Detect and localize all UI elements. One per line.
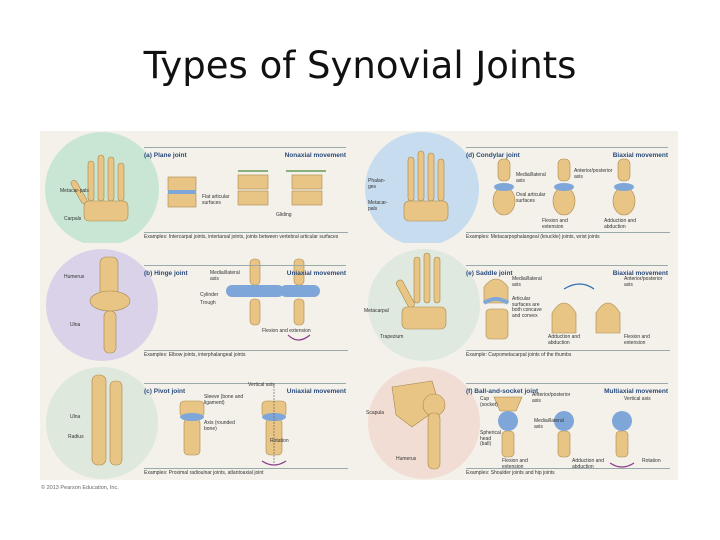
saddle-joint-illustration	[368, 249, 621, 361]
label-metacarpals: Metacar-pals	[368, 200, 388, 212]
label-cup-socket: Cup (socket)	[480, 396, 498, 408]
label-flexion-extension: Flexion and extension	[502, 458, 528, 470]
label-humerus: Humerus	[64, 274, 85, 280]
label-carpals: Carpals	[64, 216, 82, 222]
label-trough: Trough	[200, 300, 216, 306]
label-adduction-abduction: Adduction and abduction	[604, 218, 636, 230]
label-trapezium: Trapezium	[380, 334, 404, 340]
label-adduction-abduction: Adduction and abduction	[572, 458, 604, 470]
label-phalanges: Phalan-ges	[368, 178, 386, 190]
copyright-notice: © 2013 Pearson Education, Inc.	[41, 485, 119, 491]
label-flat-surfaces: Flat articular surfaces	[202, 194, 230, 206]
label-anterior-posterior-axis: Anterior/posterior axis	[532, 392, 571, 404]
panel-plane-joint: (a) Plane joint Nonaxial movement Metaca…	[40, 131, 354, 243]
panel-ball-socket-joint: (f) Ball-and-socket joint Multiaxial mov…	[362, 367, 676, 479]
label-axis-rounded-bone: Axis (rounded bone)	[204, 420, 235, 432]
label-metacarpals: Metacar-pals	[60, 188, 89, 194]
panel-title: (d) Condylar joint	[466, 152, 520, 159]
panel-title: (e) Saddle joint	[466, 270, 513, 277]
synovial-joints-figure: (a) Plane joint Nonaxial movement Metaca…	[40, 131, 678, 480]
panel-title: (c) Pivot joint	[144, 388, 186, 395]
panel-movement: Multiaxial movement	[604, 388, 668, 395]
pivot-joint-illustration	[46, 367, 287, 479]
panel-title: (a) Plane joint	[144, 152, 187, 159]
panel-movement: Uniaxial movement	[286, 270, 346, 277]
label-metacarpal: Metacarpal	[364, 308, 389, 314]
label-oval-surfaces: Oval articular surfaces	[516, 192, 546, 204]
ball-socket-joint-illustration	[368, 367, 635, 479]
label-rotation: Rotation	[642, 458, 661, 464]
panel-examples: Examples: Metacarpophalangeal (knuckle) …	[466, 232, 670, 240]
label-flexion-extension: Flexion and extension	[262, 328, 311, 334]
label-medial-lateral-axis: Medial/lateral axis	[516, 172, 546, 184]
panel-title: (b) Hinge joint	[144, 270, 188, 277]
label-gliding: Gliding	[276, 212, 292, 218]
panel-movement: Uniaxial movement	[286, 388, 346, 395]
label-saddle-surfaces: Articular surfaces are both concave and …	[512, 296, 542, 319]
label-cylinder: Cylinder	[200, 292, 219, 298]
label-adduction-abduction: Adduction and abduction	[548, 334, 580, 346]
label-radius: Radius	[68, 434, 84, 440]
panel-hinge-joint: (b) Hinge joint Uniaxial movement Humeru…	[40, 249, 354, 361]
panel-examples: Examples: Elbow joints, interphalangeal …	[144, 350, 348, 358]
panel-movement: Nonaxial movement	[284, 152, 346, 159]
label-vertical-axis: Vertical axis	[248, 382, 275, 388]
panel-examples: Examples: Proximal radioulnar joints, at…	[144, 468, 348, 476]
label-anterior-posterior-axis: Anterior/posterior axis	[574, 168, 613, 180]
label-flexion-extension: Flexion and extension	[624, 334, 650, 346]
condylar-joint-illustration	[365, 132, 636, 243]
hinge-joint-illustration	[46, 249, 320, 361]
label-vertical-axis: Vertical axis	[624, 396, 651, 402]
label-medial-lateral-axis: Medial/lateral axis	[210, 270, 240, 282]
label-medial-lateral-axis: Medial/lateral axis	[534, 418, 564, 430]
panel-movement: Biaxial movement	[612, 270, 668, 277]
plane-joint-illustration	[45, 132, 326, 243]
label-anterior-posterior-axis: Anterior/posterior axis	[624, 276, 663, 288]
label-sleeve: Sleeve (bone and ligament)	[204, 394, 244, 406]
slide-title: Types of Synovial Joints	[143, 44, 577, 87]
label-scapula: Scapula	[366, 410, 385, 416]
label-ulna: Ulna	[70, 414, 81, 420]
label-humerus: Humerus	[396, 456, 417, 462]
panel-examples: Examples: Intercarpal joints, intertarsa…	[144, 232, 348, 240]
panel-condylar-joint: (d) Condylar joint Biaxial movement Phal…	[362, 131, 676, 243]
panel-examples: Example: Carpometacarpal joints of the t…	[466, 350, 670, 358]
panel-title: (f) Ball-and-socket joint	[466, 388, 539, 395]
panel-examples: Examples: Shoulder joints and hip joints	[466, 468, 670, 476]
panel-movement: Biaxial movement	[612, 152, 668, 159]
label-medial-lateral-axis: Medial/lateral axis	[512, 276, 542, 288]
panel-saddle-joint: (e) Saddle joint Biaxial movement Metaca…	[362, 249, 676, 361]
label-rotation: Rotation	[270, 438, 289, 444]
label-ulna: Ulna	[70, 322, 81, 328]
label-flexion-extension: Flexion and extension	[542, 218, 568, 230]
panel-pivot-joint: (c) Pivot joint Uniaxial movement Ulna R…	[40, 367, 354, 479]
label-spherical-head: Spherical head (ball)	[480, 430, 501, 448]
